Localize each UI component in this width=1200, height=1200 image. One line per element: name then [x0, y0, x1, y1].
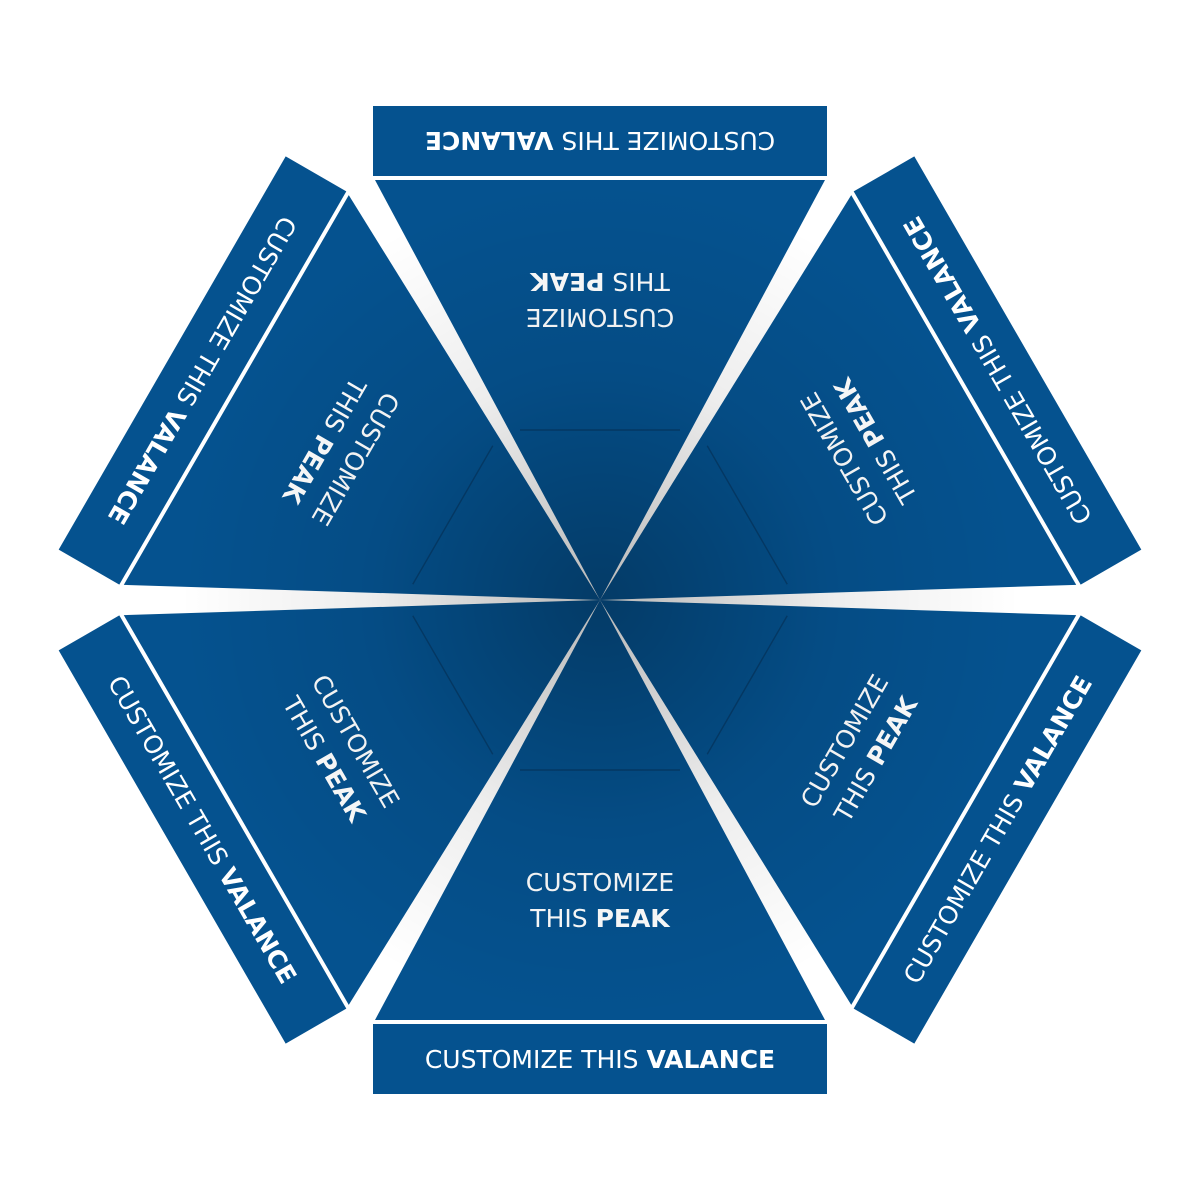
peak-label-line1-bottom: CUSTOMIZE	[526, 868, 674, 897]
peak-label-line2-bottom: THIS PEAK	[529, 904, 671, 933]
valance-top	[373, 106, 827, 176]
peak-label-line1-top: CUSTOMIZE	[526, 303, 674, 332]
valance-bottom	[373, 1024, 827, 1094]
valance-label-bottom: CUSTOMIZE THIS VALANCE	[425, 1045, 775, 1074]
peak-label-line2-top: THIS PEAK	[529, 267, 671, 296]
valance-label-top: CUSTOMIZE THIS VALANCE	[425, 126, 775, 155]
